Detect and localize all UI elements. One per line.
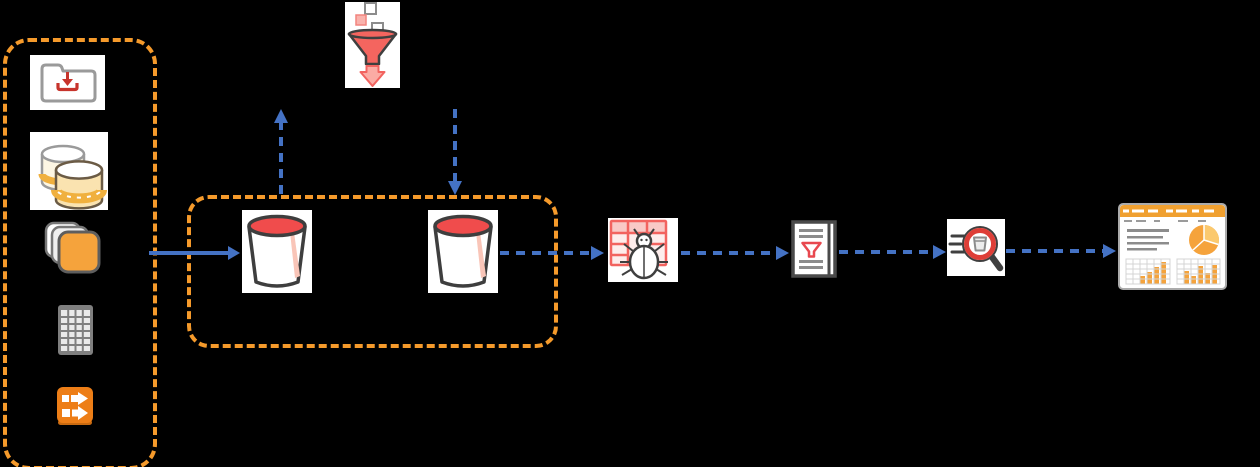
data-lake-group-border: [187, 195, 558, 348]
spreadsheet-icon: [58, 305, 93, 355]
node-structured-table: [57, 304, 94, 356]
arrow-sources-to-raw-bucket: [149, 243, 240, 263]
node-databases: [30, 132, 108, 210]
arrow-catalog-to-athena: [839, 242, 946, 262]
arrow-processed-bucket-to-crawler: [500, 243, 604, 263]
data-catalog-icon: [791, 220, 837, 278]
stacked-squares-icon: [44, 221, 101, 274]
database-cylinders-icon: [38, 144, 107, 210]
node-kinesis-firehose: [345, 2, 400, 88]
node-app-servers: [43, 216, 101, 276]
quicksight-dashboard-icon: [1118, 203, 1227, 290]
arrow-crawler-to-catalog: [681, 243, 789, 263]
node-glue-crawler: [608, 218, 678, 282]
arrow-firehose-to-processed-bucket: [445, 109, 465, 195]
folder-download-icon: [40, 63, 97, 103]
s3-bucket-icon: [247, 214, 307, 288]
crawler-bug-icon: [609, 219, 668, 280]
node-athena: [947, 219, 1005, 276]
node-database-migration: [56, 386, 94, 426]
node-quicksight: [1118, 203, 1227, 291]
arrow-raw-bucket-to-firehose: [271, 109, 291, 194]
node-glue-data-catalog: [791, 220, 837, 278]
node-s3-bucket-raw: [242, 210, 312, 293]
athena-magnifier-icon: [948, 226, 1004, 272]
node-file-ingest: [30, 55, 105, 110]
node-s3-bucket-processed: [428, 210, 498, 293]
funnel-icon: [347, 2, 398, 87]
arrow-athena-to-quicksight: [1006, 241, 1116, 261]
dms-arrows-icon: [57, 387, 93, 425]
s3-bucket-icon: [433, 214, 493, 288]
